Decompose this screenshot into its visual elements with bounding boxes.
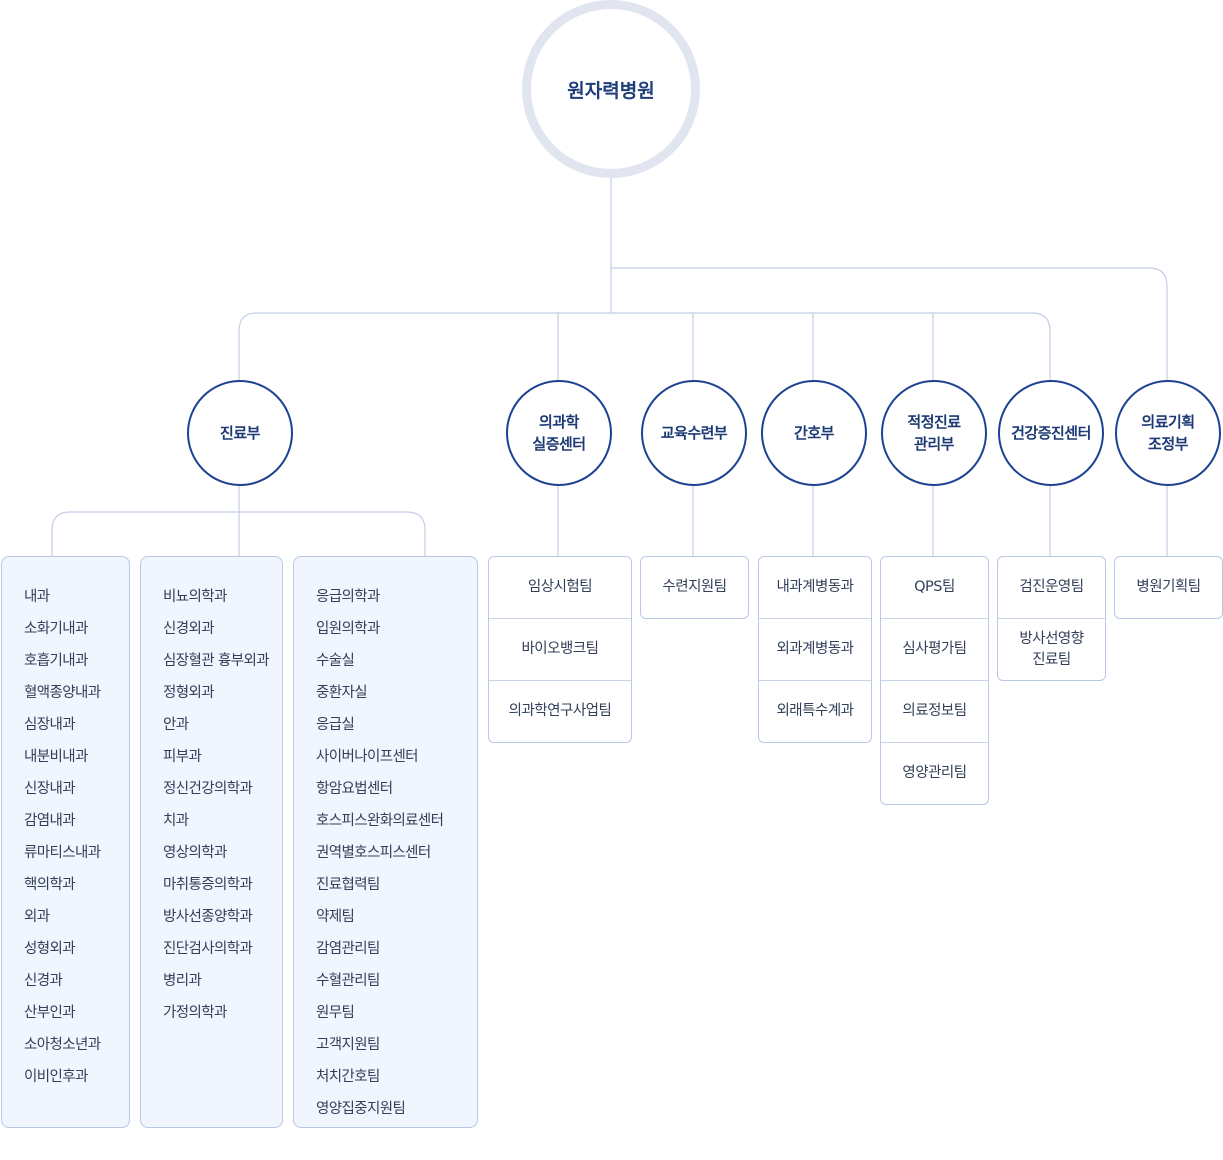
clinical-dept-item[interactable]: 신경과 [24,973,63,989]
dept-label: 교육수련부 [660,424,728,442]
team-item[interactable]: 방사선영향 진료팀 [998,618,1105,680]
clinical-dept-item[interactable]: 영양집중지원팀 [316,1101,406,1117]
clinical-dept-item[interactable]: 입원의학과 [316,621,380,637]
dept-label: 의과학 실증센터 [532,413,586,453]
clinical-dept-item[interactable]: 감염내과 [24,813,76,829]
clinical-dept-item[interactable]: 호스피스완화의료센터 [316,813,444,829]
team-item[interactable]: 의료정보팀 [881,680,988,742]
clinical-dept-item[interactable]: 혈액종양내과 [24,685,101,701]
clinical-dept-item[interactable]: 수혈관리팀 [316,973,380,989]
team-item[interactable]: 병원기획팀 [1136,579,1201,595]
clinical-dept-item[interactable]: 정형외과 [163,685,215,701]
clinical-dept-item[interactable]: 영상의학과 [163,845,227,861]
clinical-dept-item[interactable]: 정신건강의학과 [163,781,253,797]
team-item[interactable]: 검진운영팀 [1019,579,1084,595]
clinical-dept-item[interactable]: 소아청소년과 [24,1037,101,1053]
dept-planning[interactable]: 의료기획 조정부 [1115,380,1221,486]
team-item[interactable]: 영양관리팀 [881,742,988,804]
dept-label: 의료기획 조정부 [1141,413,1195,453]
dept-education[interactable]: 교육수련부 [641,380,747,486]
clinical-dept-item[interactable]: 수술실 [316,653,355,669]
clinical-dept-item[interactable]: 병리과 [163,973,202,989]
dept-medical-science[interactable]: 의과학 실증센터 [506,380,612,486]
clinical-dept-item[interactable]: 내과 [24,589,50,605]
clinical-dept-item[interactable]: 안과 [163,717,189,733]
dept-label: 건강증진센터 [1011,424,1091,442]
dept-nursing[interactable]: 간호부 [761,380,867,486]
clinical-dept-item[interactable]: 원무팀 [316,1005,355,1021]
clinical-dept-item[interactable]: 사이버나이프센터 [316,749,419,765]
team-item[interactable]: 의과학연구사업팀 [489,680,631,742]
clinical-dept-item[interactable]: 중환자실 [316,685,368,701]
clinical-dept-item[interactable]: 마취통증의학과 [163,877,253,893]
dept-label: 적정진료 관리부 [907,413,961,453]
clinical-dept-item[interactable]: 비뇨의학과 [163,589,227,605]
clinical-dept-item[interactable]: 류마티스내과 [24,845,101,861]
dept-clinical[interactable]: 진료부 [187,380,293,486]
clinical-dept-item[interactable]: 심장혈관 흉부외과 [163,653,270,669]
clinical-dept-item[interactable]: 소화기내과 [24,621,88,637]
clinical-dept-item[interactable]: 진단검사의학과 [163,941,253,957]
clinical-dept-item[interactable]: 응급의학과 [316,589,380,605]
clinical-dept-item[interactable]: 권역별호스피스센터 [316,845,431,861]
clinical-dept-item[interactable]: 처치간호팀 [316,1069,380,1085]
root-label: 원자력병원 [567,79,655,102]
team-item[interactable]: 수련지원팀 [662,579,727,595]
clinical-dept-item[interactable]: 외과 [24,909,50,925]
dept-health-promotion[interactable]: 건강증진센터 [998,380,1104,486]
clinical-dept-item[interactable]: 이비인후과 [24,1069,88,1085]
team-item[interactable]: 임상시험팀 [527,579,593,595]
clinical-dept-item[interactable]: 감염관리팀 [316,941,380,957]
dept-label: 간호부 [794,424,834,442]
team-item[interactable]: 외과계병동과 [759,618,871,680]
clinical-dept-item[interactable]: 방사선종양학과 [163,909,253,925]
clinical-dept-item[interactable]: 산부인과 [24,1005,76,1021]
clinical-dept-item[interactable]: 신경외과 [163,621,215,637]
dept-quality[interactable]: 적정진료 관리부 [881,380,987,486]
clinical-dept-item[interactable]: 치과 [163,813,189,829]
clinical-dept-item[interactable]: 항암요법센터 [316,781,393,797]
clinical-dept-item[interactable]: 피부과 [163,749,202,765]
clinical-dept-item[interactable]: 호흡기내과 [24,653,88,669]
clinical-dept-item[interactable]: 고객지원팀 [316,1037,380,1053]
clinical-dept-item[interactable]: 약제팀 [316,909,355,925]
clinical-dept-item[interactable]: 가정의학과 [163,1005,227,1021]
clinical-dept-item[interactable]: 성형외과 [24,941,76,957]
clinical-dept-item[interactable]: 심장내과 [24,717,76,733]
team-item[interactable]: 내과계병동과 [776,579,854,595]
team-item[interactable]: 외래특수계과 [759,680,871,742]
clinical-dept-item[interactable]: 핵의학과 [24,877,76,893]
clinical-dept-item[interactable]: 신장내과 [24,781,76,797]
team-item[interactable]: 심사평가팀 [881,618,988,680]
team-box-planning: 병원기획팀 [1114,556,1223,619]
clinical-dept-item[interactable]: 내분비내과 [24,749,88,765]
clinical-dept-item[interactable]: 응급실 [316,717,355,733]
team-item[interactable]: QPS팀 [914,579,955,595]
team-box-education: 수련지원팀 [640,556,749,619]
team-item[interactable]: 바이오뱅크팀 [489,618,631,680]
clinical-dept-item[interactable]: 진료협력팀 [316,877,380,893]
dept-label: 진료부 [220,424,260,442]
root-node: 원자력병원 [522,0,700,178]
